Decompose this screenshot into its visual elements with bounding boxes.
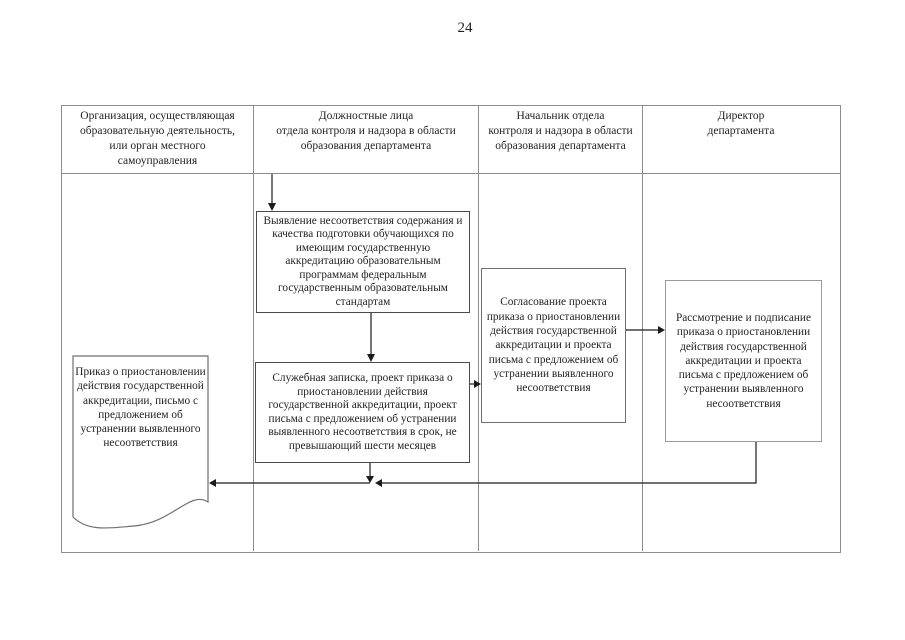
header-row-divider	[61, 173, 840, 174]
lane-header-director: Директор департамента	[707, 110, 775, 137]
flow-node-approve-draft: Согласование проекта приказа о приостано…	[481, 268, 626, 423]
lane-header-department-head: Начальник отдела контроля и надзора в об…	[488, 110, 633, 152]
flow-node-detect-nonconformity: Выявление несоответствия содержания и ка…	[256, 211, 470, 313]
lane-divider-2	[478, 105, 479, 551]
lane-divider-3	[642, 105, 643, 551]
flow-node-result-document: Приказ о приостановлении действия госуда…	[75, 366, 206, 450]
document-outline	[72, 355, 209, 529]
lane-header-organization: Организация, осуществляющая образователь…	[79, 110, 236, 167]
page-number: 24	[457, 20, 473, 36]
flow-node-review-sign: Рассмотрение и подписание приказа о прио…	[665, 280, 822, 442]
lane-divider-1	[253, 105, 254, 551]
document-shape	[72, 355, 209, 529]
lane-header-officials: Должностные лица отдела контроля и надзо…	[276, 110, 456, 152]
flow-node-memo-draft-order: Служебная записка, проект приказа о прио…	[255, 362, 470, 463]
swimlane-table	[61, 105, 841, 553]
